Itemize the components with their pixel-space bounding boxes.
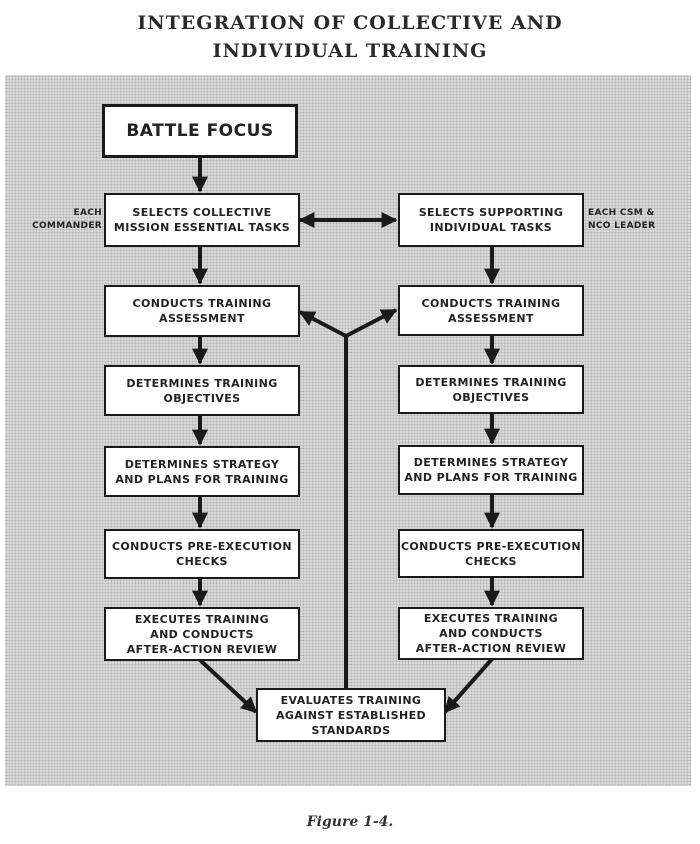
right-actor-label: EACH CSM & NCO LEADER: [588, 208, 656, 231]
right-step-select-individual-tasks: SELECTS SUPPORTING INDIVIDUAL TASKS: [398, 193, 584, 247]
battle-focus-box: BATTLE FOCUS: [102, 104, 298, 158]
left-step-pre-execution-checks: CONDUCTS PRE-EXECUTION CHECKS: [104, 529, 300, 579]
left-actor-label: EACH COMMANDER: [32, 208, 102, 231]
left-step-training-objectives: DETERMINES TRAINING OBJECTIVES: [104, 365, 300, 416]
feedback-arrow-left: [298, 310, 347, 338]
figure-title-line-2: INDIVIDUAL TRAINING: [212, 40, 488, 62]
right-step-execute-aar: EXECUTES TRAINING AND CONDUCTS AFTER-ACT…: [398, 607, 584, 660]
right-step-training-objectives: DETERMINES TRAINING OBJECTIVES: [398, 365, 584, 414]
left-step-select-collective-tasks: SELECTS COLLECTIVE MISSION ESSENTIAL TAS…: [104, 193, 300, 247]
arrow-right-execute-to-evaluate: [443, 657, 494, 714]
figure-caption: Figure 1-4.: [306, 814, 394, 830]
right-step-pre-execution-checks: CONDUCTS PRE-EXECUTION CHECKS: [398, 529, 584, 578]
figure-title-line-1: INTEGRATION OF COLLECTIVE AND: [137, 12, 563, 34]
feedback-arrow-right: [345, 308, 398, 338]
arrow-left-execute-to-evaluate: [198, 658, 258, 714]
left-step-training-assessment: CONDUCTS TRAINING ASSESSMENT: [104, 285, 300, 337]
evaluate-training-box: EVALUATES TRAINING AGAINST ESTABLISHED S…: [256, 688, 446, 742]
left-step-execute-aar: EXECUTES TRAINING AND CONDUCTS AFTER-ACT…: [104, 607, 300, 661]
left-step-strategy-plans: DETERMINES STRATEGY AND PLANS FOR TRAINI…: [104, 446, 300, 497]
right-step-training-assessment: CONDUCTS TRAINING ASSESSMENT: [398, 285, 584, 336]
right-step-strategy-plans: DETERMINES STRATEGY AND PLANS FOR TRAINI…: [398, 445, 584, 495]
